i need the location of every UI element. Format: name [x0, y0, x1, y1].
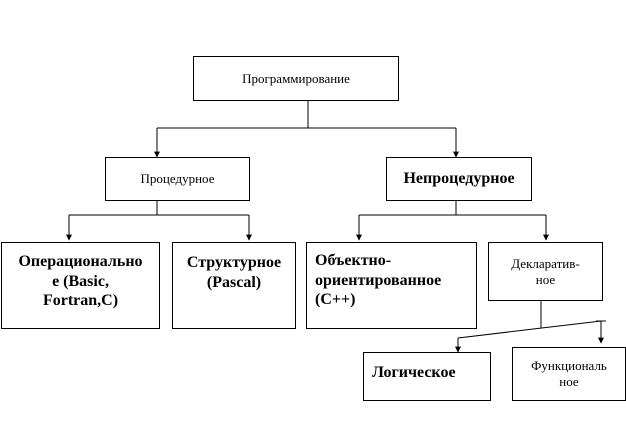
node-logical: Логическое	[363, 352, 491, 401]
node-procedural-label: Процедурное	[140, 171, 215, 187]
node-operational-label: Операционально е (Basic, Fortran,C)	[18, 253, 143, 310]
edge-declarative-bar	[457, 320, 602, 339]
node-operational: Операционально е (Basic, Fortran,C)	[1, 242, 160, 329]
node-programming: Программирование	[193, 56, 399, 101]
node-logical-label: Логическое	[372, 364, 456, 381]
node-object-oriented: Объектно- ориентированное (С++)	[306, 242, 477, 329]
node-functional: Функциональ ное	[512, 347, 626, 401]
node-nonprocedural-label: Непроцедурное	[403, 170, 515, 188]
node-nonprocedural: Непроцедурное	[386, 157, 532, 201]
node-object-oriented-label: Объектно- ориентированное (С++)	[315, 252, 442, 309]
node-functional-label: Функциональ ное	[531, 358, 607, 389]
node-programming-label: Программирование	[242, 70, 350, 86]
node-declarative-label: Декларатив- ное	[511, 255, 580, 287]
node-declarative: Декларатив- ное	[488, 242, 603, 301]
node-structural: Структурное (Pascal)	[172, 242, 296, 329]
node-procedural: Процедурное	[105, 157, 250, 201]
node-structural-label: Структурное (Pascal)	[186, 254, 282, 291]
